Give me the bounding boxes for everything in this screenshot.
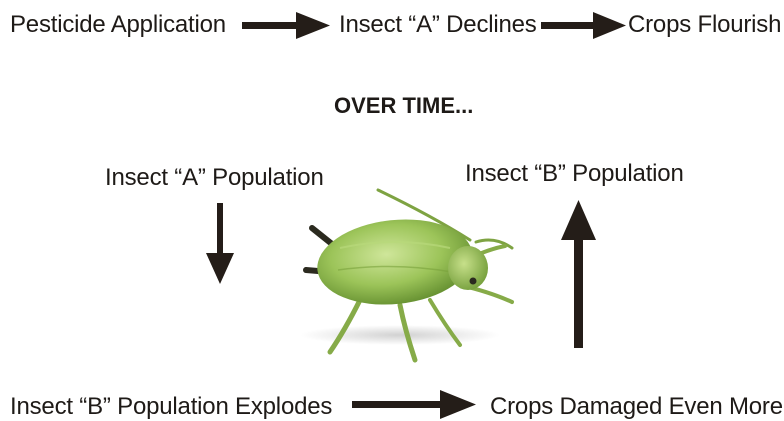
arrow-down-icon bbox=[206, 203, 234, 284]
arrow-right-icon bbox=[242, 12, 330, 39]
arrow-right-icon bbox=[541, 12, 626, 39]
arrow-up-icon bbox=[561, 200, 596, 348]
arrow-right-icon bbox=[352, 390, 476, 419]
aphid-insect-image bbox=[300, 190, 512, 360]
